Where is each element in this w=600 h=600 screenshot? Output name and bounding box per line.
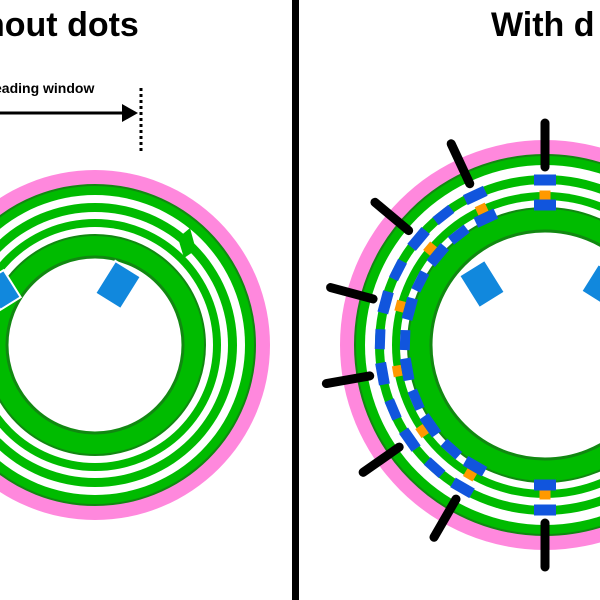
blue-dot-outer (534, 174, 556, 186)
left-panel (0, 88, 270, 520)
orange-dot (462, 468, 478, 482)
black-tick-mark (326, 283, 378, 304)
black-tick-mark (321, 371, 375, 389)
blue-dot-outer (375, 361, 390, 386)
right-panel (321, 118, 600, 572)
panel-divider (292, 0, 299, 600)
black-tick-mark (358, 442, 404, 477)
blue-dot-extra (407, 388, 425, 411)
blue-dot-inner (534, 479, 556, 491)
blue-window-left (0, 268, 23, 312)
blue-dot-extra (374, 329, 386, 350)
blue-dot-outer (534, 504, 556, 516)
blue-dot-extra (440, 438, 463, 460)
blue-dot-inner (426, 243, 450, 267)
blue-dot-inner (401, 296, 418, 321)
orange-dot (539, 490, 551, 500)
blue-dot-inner (473, 208, 499, 228)
orange-dot (394, 299, 406, 313)
blue-dot-extra (411, 270, 430, 293)
orange-dot (423, 241, 438, 256)
black-tick-mark (370, 197, 414, 236)
blue-dot-outer (450, 477, 475, 499)
blue-dot-outer (462, 185, 488, 206)
orange-dot (539, 190, 551, 200)
blue-window-right (93, 259, 143, 311)
blue-dot-extra (432, 204, 455, 226)
blue-dot-inner (534, 199, 556, 211)
orange-dot (474, 202, 489, 216)
dot-marks (321, 118, 556, 572)
orange-dot (415, 423, 429, 439)
blue-dot-outer (407, 226, 430, 251)
reading-window-label: eading window (0, 80, 95, 96)
blue-dot-extra (384, 398, 402, 421)
blue-dot-extra (399, 329, 411, 351)
blue-dot-outer (377, 290, 394, 315)
blue-dot-inner (399, 357, 415, 382)
black-tick-mark (446, 139, 475, 189)
orange-dot (391, 364, 403, 378)
title-with-dots: With d (491, 6, 595, 44)
black-tick-mark (429, 494, 461, 542)
blue-dot-inner (419, 413, 442, 438)
blue-dot-extra (388, 258, 407, 282)
blue-window-right-panel (457, 258, 507, 310)
blue-window-right-panel-2 (579, 262, 600, 306)
blue-dot-outer (399, 427, 421, 452)
blue-dot-extra (423, 457, 446, 479)
blue-dot-inner (462, 455, 488, 477)
track-break (178, 228, 196, 258)
right-arrow-icon (0, 104, 138, 122)
blue-dot-extra (447, 224, 470, 245)
title-without-dots: hout dots (0, 6, 139, 44)
inner-disc (5, 255, 185, 435)
